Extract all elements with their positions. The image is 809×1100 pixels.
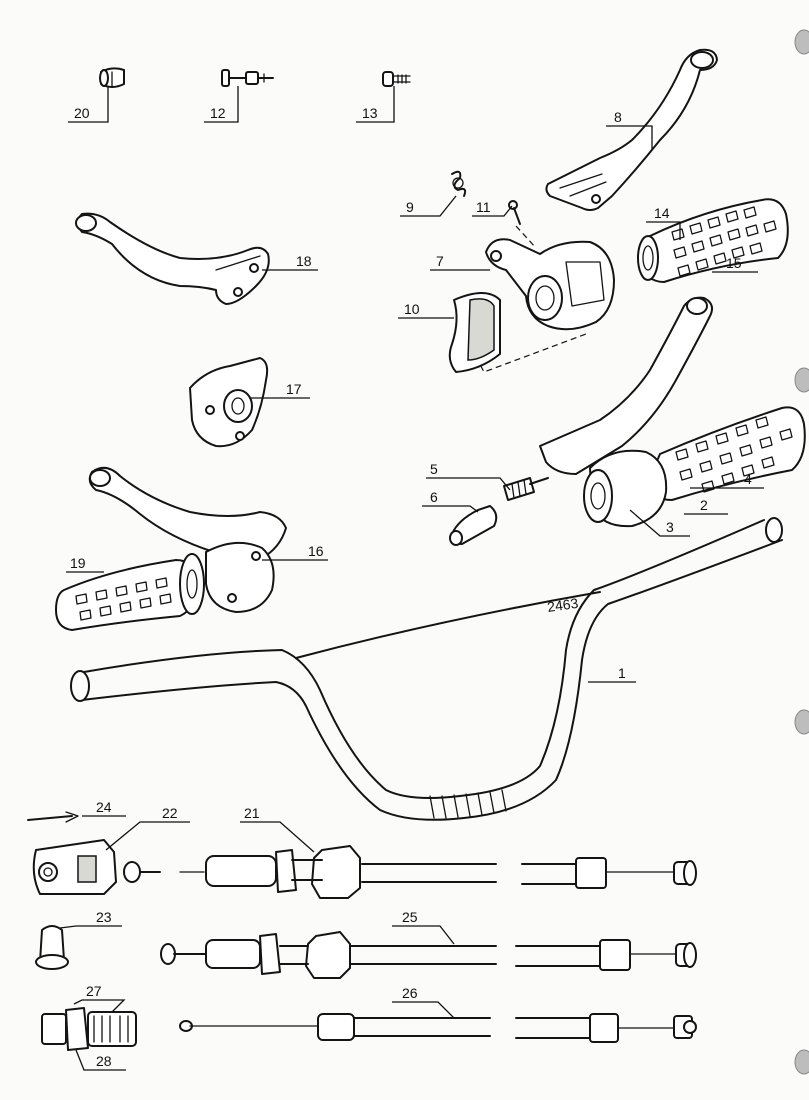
- callout-28: 28: [96, 1053, 112, 1069]
- callout-22: 22: [162, 805, 178, 821]
- part-6-boot: [449, 505, 498, 546]
- part-27-28-adjuster: [41, 1007, 137, 1051]
- callout-8: 8: [614, 109, 622, 125]
- callout-18: 18: [296, 253, 312, 269]
- callout-16: 16: [308, 543, 324, 559]
- part-7-housing: [485, 238, 615, 331]
- part-23-nipple: [35, 925, 69, 970]
- callout-6: 6: [430, 489, 438, 505]
- part-18-lever: [75, 212, 270, 305]
- callout-1: 1: [618, 665, 626, 681]
- part-17-bracket: [189, 357, 269, 448]
- callout-12: 12: [210, 105, 226, 121]
- callout-5: 5: [430, 461, 438, 477]
- callout-25: 25: [402, 909, 418, 925]
- callout-11: 11: [476, 199, 491, 215]
- callout-17: 17: [286, 381, 302, 397]
- part-26-cable: [179, 1013, 697, 1043]
- callout-15: 15: [726, 255, 742, 271]
- part-12-screw: [221, 69, 274, 87]
- part-24-pin: [27, 811, 79, 823]
- leader-lines: [59, 86, 764, 1071]
- part-14-15-grip: [637, 198, 789, 283]
- callout-7: 7: [436, 253, 444, 269]
- callout-10: 10: [404, 301, 420, 317]
- callout-14: 14: [654, 205, 670, 221]
- part-13-bolt: [382, 71, 411, 87]
- part-22-clevis: [32, 839, 117, 895]
- part-9-spring: [451, 170, 467, 197]
- callout-3: 3: [666, 519, 674, 535]
- callout-20: 20: [74, 105, 90, 121]
- callout-labels: 20 12 13 8 9 11 14 15 18 7 10 17 5 4 6 2…: [70, 105, 752, 1069]
- part-5-adjuster: [503, 477, 549, 501]
- part-8-lever: [545, 48, 718, 211]
- part-10-insert: [448, 292, 501, 373]
- callout-2: 2: [700, 497, 708, 513]
- callout-21: 21: [244, 805, 260, 821]
- part-4-grip-assembly: [539, 296, 806, 528]
- callout-13: 13: [362, 105, 378, 121]
- callout-27: 27: [86, 983, 102, 999]
- part-20-nipple: [99, 67, 125, 88]
- callout-23: 23: [96, 909, 112, 925]
- part-16-19-assembly: [55, 466, 287, 631]
- callout-26: 26: [402, 985, 418, 1001]
- part-1-handlebar: [70, 517, 783, 821]
- callout-9: 9: [406, 199, 414, 215]
- handlebar-stamp: 2463: [546, 595, 579, 615]
- binder-holes: [794, 29, 809, 1075]
- callout-4: 4: [744, 471, 752, 487]
- part-11-screw: [508, 200, 521, 225]
- part-25-cable: [160, 931, 697, 979]
- callout-19: 19: [70, 555, 86, 571]
- callout-24: 24: [96, 799, 112, 815]
- part-21-cable: [123, 845, 697, 899]
